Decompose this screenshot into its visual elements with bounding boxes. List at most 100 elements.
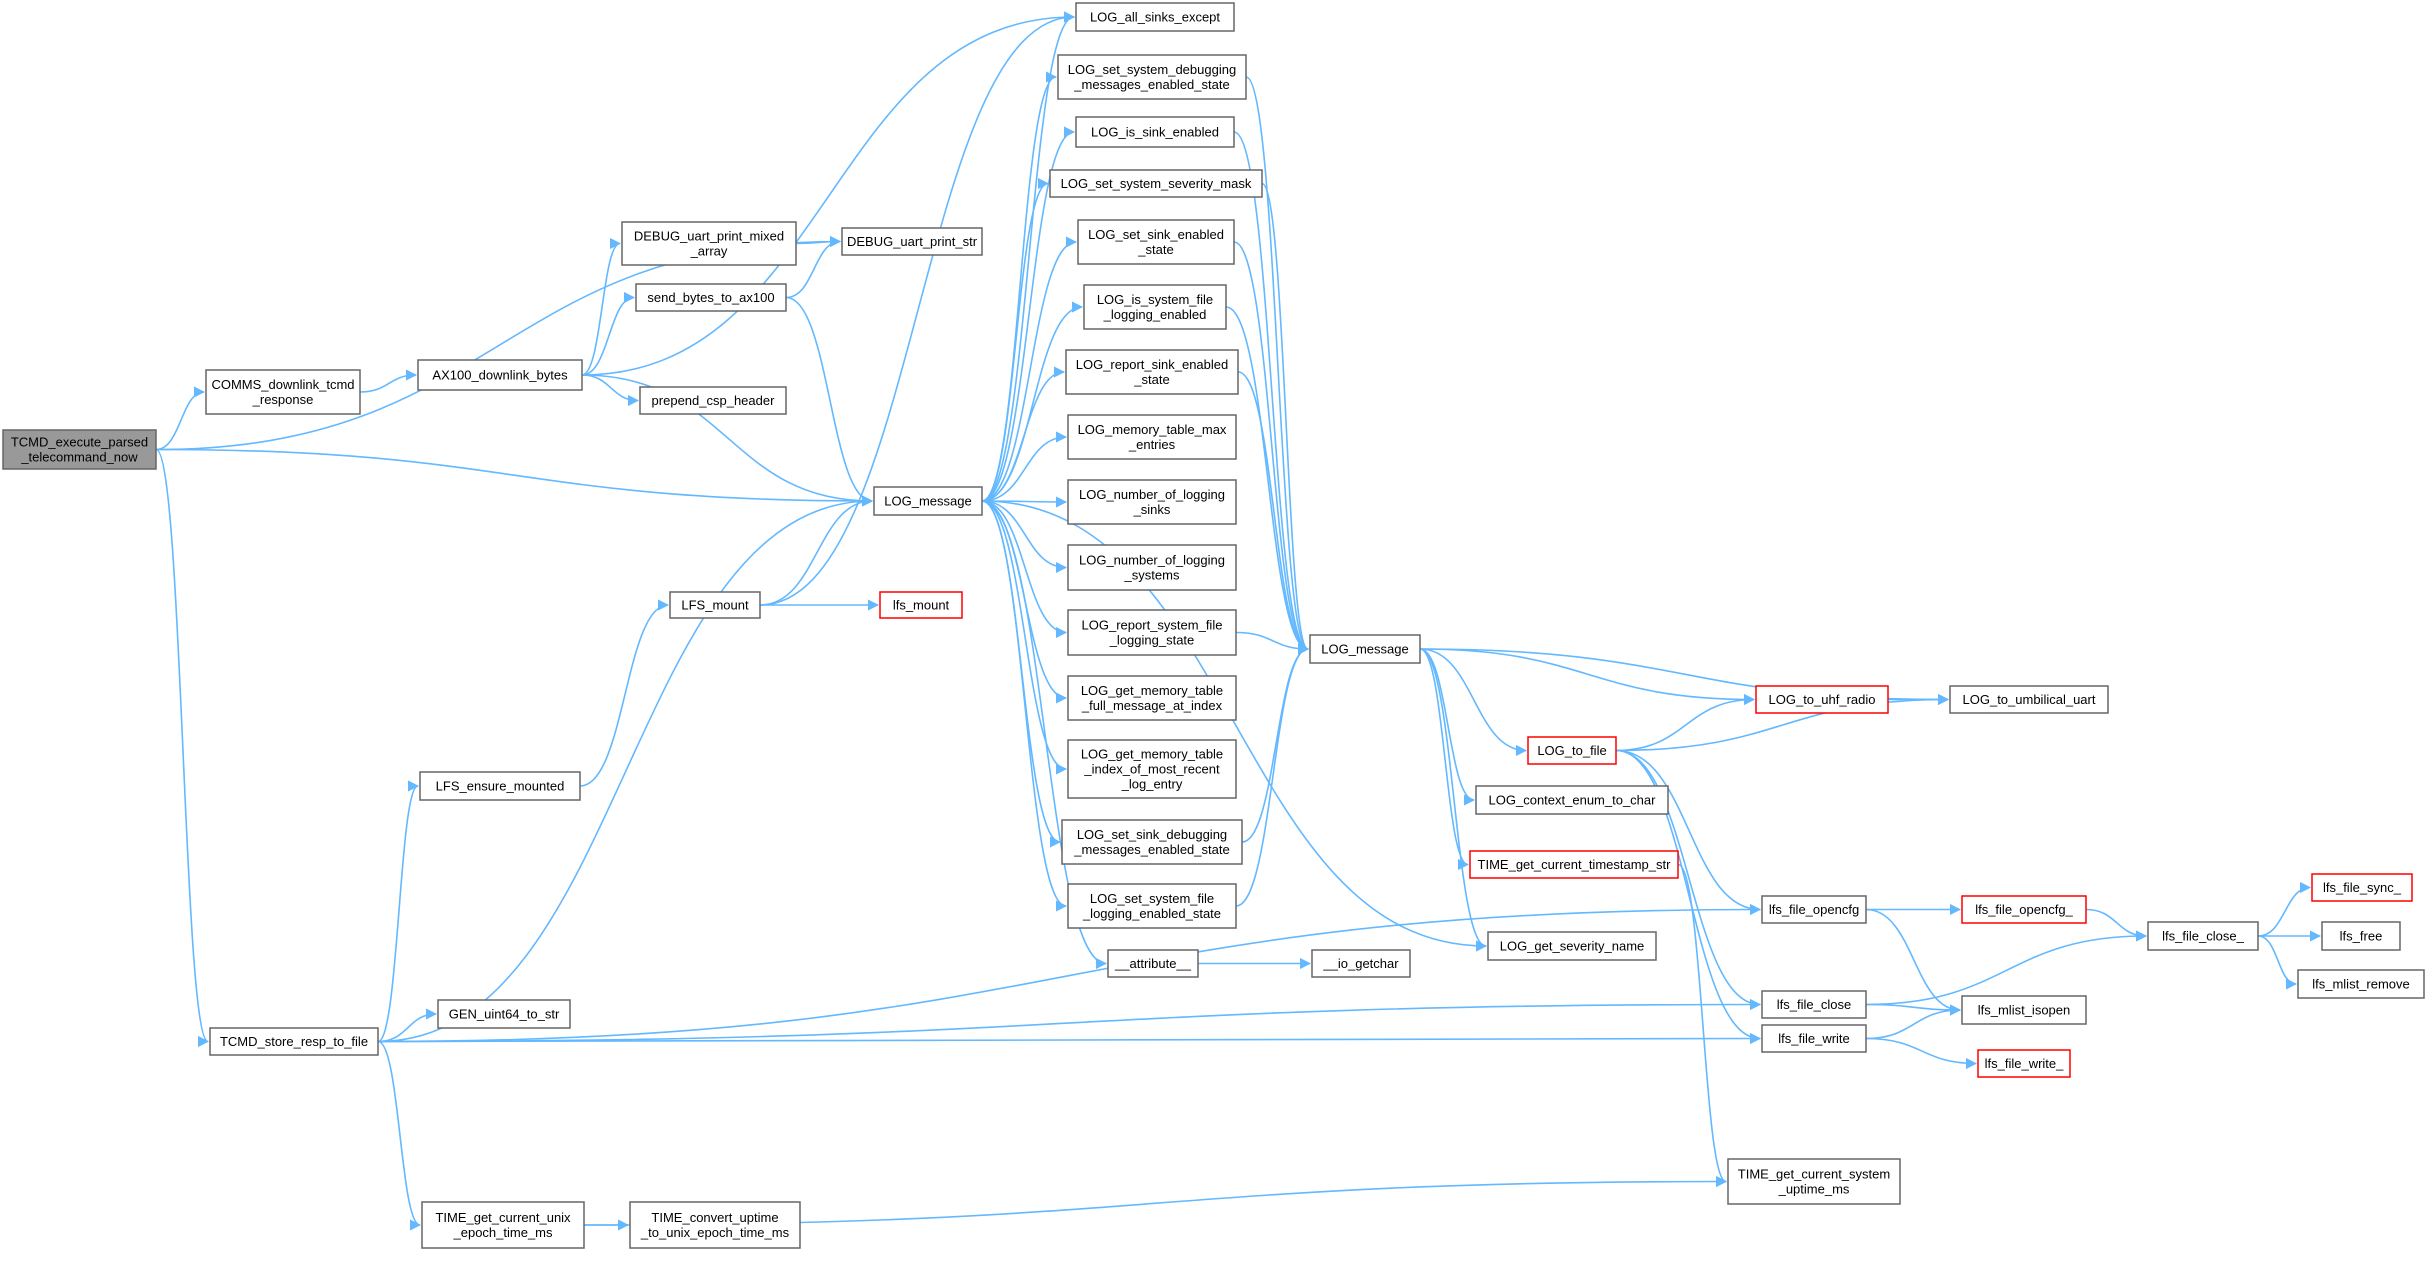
edge-log_set_sys_dbg-to-log_msg2	[1245, 76, 1310, 655]
node-log-all-sinks[interactable]: LOG_all_sinks_except	[1075, 2, 1235, 32]
node-log-ctx[interactable]: LOG_context_enum_to_char	[1475, 785, 1669, 815]
node-time-uptime[interactable]: TIME_get_current_system_uptime_ms	[1727, 1158, 1901, 1205]
node-lfs-sync-[interactable]: lfs_file_sync_	[2311, 873, 2413, 902]
node-lfs-close-[interactable]: lfs_file_close_	[2147, 921, 2259, 951]
node-log-get-mem-full[interactable]: LOG_get_memory_table_full_message_at_ind…	[1067, 675, 1237, 721]
node-log-rep-sys-file[interactable]: LOG_report_system_file_logging_state	[1067, 609, 1237, 656]
node-time-ts[interactable]: TIME_get_current_timestamp_str	[1469, 850, 1679, 879]
node-lfs-write-[interactable]: lfs_file_write_	[1977, 1049, 2071, 1078]
node-log-set-sink-en[interactable]: LOG_set_sink_enabled_state	[1077, 219, 1235, 265]
node-log-umb[interactable]: LOG_to_umbilical_uart	[1949, 685, 2109, 714]
node-log-rep-sink[interactable]: LOG_report_sink_enabled_state	[1065, 349, 1239, 395]
node-comms-dl[interactable]: COMMS_downlink_tcmd_response	[205, 369, 361, 415]
node-box	[209, 1027, 379, 1056]
node-log-set-sink-dbg[interactable]: LOG_set_sink_debugging_messages_enabled_…	[1061, 819, 1243, 865]
node-label: GEN_uint64_to_str	[449, 1007, 560, 1022]
node-log-mem-max[interactable]: LOG_memory_table_max_entries	[1067, 414, 1237, 460]
node-log-set-sys-dbg[interactable]: LOG_set_system_debugging_messages_enable…	[1057, 54, 1247, 100]
node-log-uhf[interactable]: LOG_to_uhf_radio	[1755, 685, 1889, 714]
node-lfs-write[interactable]: lfs_file_write	[1761, 1024, 1867, 1053]
edge-tcmd_exec-to-debug_str	[155, 235, 842, 451]
node-time-convert[interactable]: TIME_convert_uptime_to_unix_epoch_time_m…	[629, 1201, 801, 1249]
edge-log_msg2-to-time_ts	[1419, 648, 1470, 871]
node-gen-u64[interactable]: GEN_uint64_to_str	[437, 999, 571, 1029]
node-lfs-ensure[interactable]: LFS_ensure_mounted	[419, 771, 581, 801]
node-label: lfs_mlist_remove	[2312, 977, 2410, 992]
node-ax100-dl[interactable]: AX100_downlink_bytes	[417, 359, 583, 391]
edge-send_bytes-to-log_msg1	[785, 296, 874, 507]
node-debug-mixed[interactable]: DEBUG_uart_print_mixed_array	[621, 221, 797, 266]
node-attribute[interactable]: __attribute__	[1107, 949, 1199, 978]
node-log-get-mem-idx[interactable]: LOG_get_memory_table_index_of_most_recen…	[1067, 739, 1237, 799]
edge-lfs_close-to-lfs_mlist_isopen	[1865, 1003, 1962, 1016]
edge-log_msg2-to-log_sev_name	[1419, 648, 1488, 952]
node-label: LOG_memory_table_max	[1078, 422, 1227, 437]
node-tcmd-store[interactable]: TCMD_store_resp_to_file	[209, 1027, 379, 1056]
node-log-msg2[interactable]: LOG_message	[1309, 634, 1421, 664]
node-box	[635, 283, 787, 312]
node-box	[1067, 739, 1237, 799]
edge-lfs_close-to-lfs_close_	[1865, 930, 2148, 1006]
edge-lfs_close_-to-lfs_sync_	[2257, 881, 2312, 937]
edge-log_msg1-to-log_rep_sink	[981, 366, 1066, 502]
node-box	[1961, 895, 2087, 924]
node-log-sev-name[interactable]: LOG_get_severity_name	[1487, 931, 1657, 961]
node-tcmd-exec[interactable]: TCMD_execute_parsed_telecommand_now	[2, 429, 157, 470]
node-label: lfs_file_write_	[1985, 1056, 2065, 1071]
node-log-is-sys-file[interactable]: LOG_is_system_file_logging_enabled	[1083, 284, 1227, 330]
node-log-num-sys[interactable]: LOG_number_of_logging_systems	[1067, 544, 1237, 591]
node-lfs-opencfg[interactable]: lfs_file_opencfg	[1761, 895, 1867, 924]
node-box	[2297, 969, 2425, 999]
node-label: lfs_file_write	[1778, 1031, 1850, 1046]
node-log-set-sys-file[interactable]: LOG_set_system_file_logging_enabled_stat…	[1067, 883, 1237, 929]
node-label: __io_getchar	[1322, 956, 1399, 971]
node-label: LOG_to_file	[1537, 743, 1606, 758]
node-prepend-csp[interactable]: prepend_csp_header	[639, 386, 787, 415]
edge-tcmd_exec-to-log_msg1	[155, 448, 874, 507]
node-label: TCMD_store_resp_to_file	[220, 1034, 368, 1049]
node-time-unix[interactable]: TIME_get_current_unix_epoch_time_ms	[421, 1201, 585, 1249]
node-log-num-sinks[interactable]: LOG_number_of_logging_sinks	[1067, 479, 1237, 525]
node-label: _state	[1137, 242, 1173, 257]
edge-lfs_write-to-lfs_write_	[1865, 1037, 1978, 1070]
node-label: LOG_report_system_file	[1082, 618, 1223, 633]
node-label: LOG_message	[1321, 642, 1408, 657]
edge-log_msg1-to-log_rep_sys_file	[981, 500, 1068, 639]
node-label: DEBUG_uart_print_str	[847, 234, 978, 249]
node-label: LFS_ensure_mounted	[436, 779, 565, 794]
node-lfs-close[interactable]: lfs_file_close	[1761, 990, 1867, 1019]
node-send-bytes[interactable]: send_bytes_to_ax100	[635, 283, 787, 312]
node-lfs-free[interactable]: lfs_free	[2321, 921, 2401, 951]
node-lfs-mlist-isopen[interactable]: lfs_mlist_isopen	[1961, 995, 2087, 1025]
node-label: _uptime_ms	[1778, 1182, 1850, 1197]
node-log-is-sink[interactable]: LOG_is_sink_enabled	[1075, 116, 1235, 148]
node-log-msg1[interactable]: LOG_message	[873, 486, 983, 516]
edge-ax100_dl-to-log_msg1	[581, 374, 874, 507]
edge-layer	[155, 11, 2322, 1231]
node-label: AX100_downlink_bytes	[432, 368, 568, 383]
node-label: prepend_csp_header	[652, 393, 776, 408]
node-io-getchar[interactable]: __io_getchar	[1311, 949, 1411, 978]
node-box	[1075, 116, 1235, 148]
edge-lfs_ensure-to-lfs_mount_up	[579, 599, 670, 787]
edge-log_set_sink_en-to-log_msg2	[1233, 241, 1310, 655]
node-lfs-mount-up[interactable]: LFS_mount	[669, 591, 761, 619]
node-lfs-mount-lo[interactable]: lfs_mount	[879, 591, 963, 619]
node-lfs-opencfg-[interactable]: lfs_file_opencfg_	[1961, 895, 2087, 924]
node-label: lfs_free	[2340, 929, 2383, 944]
node-box	[437, 999, 571, 1029]
node-box	[2311, 873, 2413, 902]
node-log-set-sev[interactable]: LOG_set_system_severity_mask	[1049, 169, 1263, 198]
node-label: _messages_enabled_state	[1073, 842, 1229, 857]
edge-send_bytes-to-debug_str	[785, 235, 842, 299]
node-debug-str[interactable]: DEBUG_uart_print_str	[841, 227, 983, 256]
edge-lfs_opencfg_-to-lfs_close_	[2085, 908, 2148, 942]
node-lfs-mlist-remove[interactable]: lfs_mlist_remove	[2297, 969, 2425, 999]
edge-log_set_sev-to-log_msg2	[1261, 182, 1310, 655]
node-label: _array	[690, 244, 728, 259]
edge-lfs_write-to-lfs_mlist_isopen	[1865, 1004, 1962, 1040]
node-log-to-file[interactable]: LOG_to_file	[1527, 736, 1617, 765]
node-box	[1065, 349, 1239, 395]
edge-tcmd_store-to-time_unix	[377, 1040, 422, 1231]
